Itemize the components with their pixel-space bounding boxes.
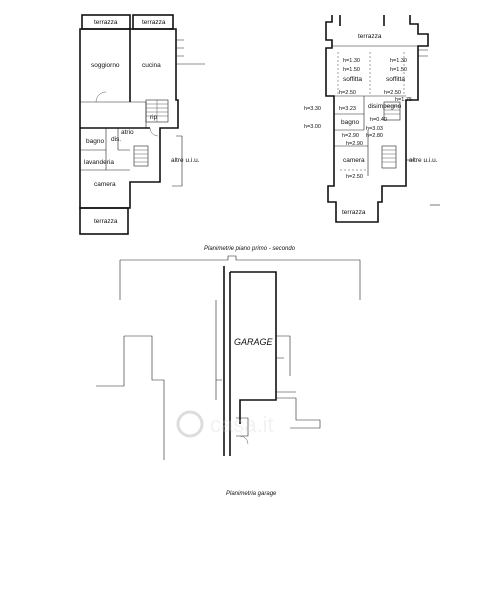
room-label-living: soggiorno (91, 62, 120, 69)
wall-hallway (80, 101, 147, 128)
caption-garage: Planimetria garage (226, 491, 277, 497)
height-label: h=2.50 (346, 174, 363, 180)
stairs-second-floor (381, 101, 401, 169)
height-label: h=2.50 (384, 90, 401, 96)
height-label: h=3.23 (339, 106, 356, 112)
second-floor-stubs (418, 49, 428, 57)
garage-door-detail (236, 417, 249, 437)
garage-top-boundary (119, 255, 361, 300)
room-label-bath: bagno (341, 119, 359, 126)
height-label: h=1.30 (343, 58, 360, 64)
height-label: h=2.80 (366, 133, 383, 139)
second-floor-plan: terrazza h=1.30 h=1.50 soffitta h=1.30 h… (304, 15, 440, 223)
room-label-attic: soffitta (343, 76, 362, 83)
boundary-line (172, 135, 183, 187)
room-label-attic: soffitta (386, 76, 405, 83)
room-label-bedroom: camera (94, 181, 116, 188)
garage-side-walls (276, 335, 291, 376)
height-label: h=3.30 (304, 106, 321, 112)
height-label: h=0.40 (370, 117, 387, 123)
room-label-terrace: terrazza (94, 19, 118, 26)
stairs-first-floor (133, 99, 169, 167)
caption-floors: Planimetrie piano primo - secondo (204, 246, 296, 252)
adjacent-building (96, 335, 165, 460)
garage-outline (230, 271, 277, 424)
garage-label: GARAGE (234, 337, 274, 347)
room-label-rip: rip (150, 114, 158, 121)
second-floor-outline (325, 15, 429, 223)
door-arc (95, 91, 107, 103)
height-label: h=1.75 (395, 97, 412, 103)
watermark-logo-icon (176, 410, 204, 438)
room-label-bath: bagno (86, 138, 104, 145)
other-units-label: altre u.i.u. (171, 157, 200, 164)
room-label-terrace: terrazza (142, 19, 166, 26)
room-label-terrace: terrazza (358, 33, 382, 40)
room-label-lobby: disimpegno (368, 103, 402, 110)
other-units-label: altre u.i.u. (409, 157, 438, 164)
height-label: h=1.50 (390, 67, 407, 73)
watermark-text: casa.it (210, 412, 274, 437)
watermark: casa.it (176, 410, 274, 438)
garage-left-edge (215, 300, 222, 400)
walls-bath (334, 96, 365, 131)
room-label-laundry: lavanderia (84, 159, 114, 166)
door-arc (149, 127, 159, 137)
first-floor-stubs (176, 39, 184, 57)
first-floor-plan: terrazza terrazza soggiorno cucina rip b… (79, 14, 205, 235)
walls-service (80, 128, 130, 171)
wall-atrium (117, 128, 130, 151)
room-label-atrium: atrio (121, 129, 134, 136)
room-label-dis: dis. (111, 136, 121, 143)
height-label: h=3.03 (366, 126, 383, 132)
height-label: h=2.90 (342, 133, 359, 139)
room-label-terrace: terrazza (342, 209, 366, 216)
height-label: h=2.50 (339, 90, 356, 96)
walls-bedroom (334, 130, 369, 176)
garage-plan: GARAGE (96, 255, 361, 460)
height-label: h=3.00 (304, 124, 321, 130)
terrace-bottom-outline (79, 207, 129, 235)
height-label: h=1.30 (390, 58, 407, 64)
height-label: h=2.90 (346, 141, 363, 147)
room-label-terrace: terrazza (94, 218, 118, 225)
terrace-top-walls (339, 15, 385, 26)
room-label-bedroom: camera (343, 157, 365, 164)
room-label-kitchen: cucina (142, 62, 161, 69)
door-arc (239, 435, 249, 445)
garage-right-extension (276, 391, 321, 429)
height-label: h=1.50 (343, 67, 360, 73)
attic-guides (337, 52, 405, 96)
